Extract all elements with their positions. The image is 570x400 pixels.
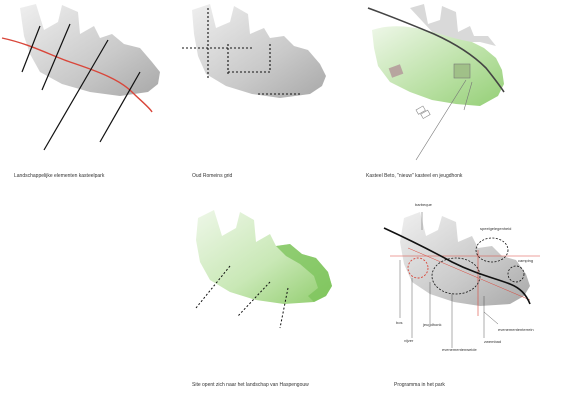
program-diagram [383,212,540,348]
castle-diagram [367,4,505,161]
access-path-2 [463,81,473,111]
label-barbeque: barbeque [415,202,432,207]
axis-line-4 [99,71,141,143]
site-shape [192,4,326,98]
camping-marker [507,265,525,283]
label-jeugdhonk: jeugdhonk [423,322,442,327]
label-vijver: vijver [404,338,414,343]
event-field-ellipse [431,257,481,295]
panel-landscape-elements: Landschappelijke elementen kasteelpark [0,0,190,180]
castle-building [388,64,404,78]
caption-landscape-elements: Landschappelijke elementen kasteelpark [14,173,105,179]
grey-buildings [410,4,496,46]
caption-landscape-opening: Site opent zich naar het landschap van H… [192,382,309,388]
panel-castle: Kasteel Betο, "nieuw" kasteel en jeugdho… [360,0,570,180]
green-edge-band [276,244,332,302]
axis-line-2 [41,23,71,91]
site-shape [20,4,160,96]
site-shape [400,212,530,306]
new-castle-building [453,63,471,79]
panel-program: barbeque speelgelegenheid camping bos je… [360,200,570,390]
axis-line-1 [21,25,41,73]
landscape-elements-diagram [1,4,160,151]
view-line-1 [195,265,231,309]
panel-roman-grid: Oud Romeins grid [180,0,370,180]
label-zwembad: zwembad [484,339,502,344]
green-site-shape [196,210,332,304]
pond-circle [407,257,429,279]
red-axis-diagonal [407,247,531,301]
label-evenementenweide: evenementenweide [442,347,477,352]
label-evenemententerrein: evenemententerrein [498,327,534,332]
caption-roman-grid: Oud Romeins grid [192,173,233,179]
main-road [383,227,531,305]
landscape-opening-diagram [195,210,332,329]
access-path [415,79,467,161]
caption-castle: Kasteel Betο, "nieuw" kasteel en jeugdho… [366,173,463,179]
youth-house-outline [415,105,431,119]
leader-evenemententerrein [483,311,499,325]
axis-line-3 [43,39,109,151]
road-line [367,7,505,93]
label-camping: camping [518,258,534,263]
view-line-3 [279,287,289,329]
red-stream-line [1,37,153,113]
panel-landscape-opening: Site opent zich naar het landschap van H… [180,200,370,390]
label-speelgelegenheid: speelgelegenheid [480,226,512,231]
caption-program: Programma in het park [394,382,445,388]
play-area-ellipse [475,237,509,263]
roman-grid-diagram [182,4,326,98]
label-bos: bos [396,320,403,325]
